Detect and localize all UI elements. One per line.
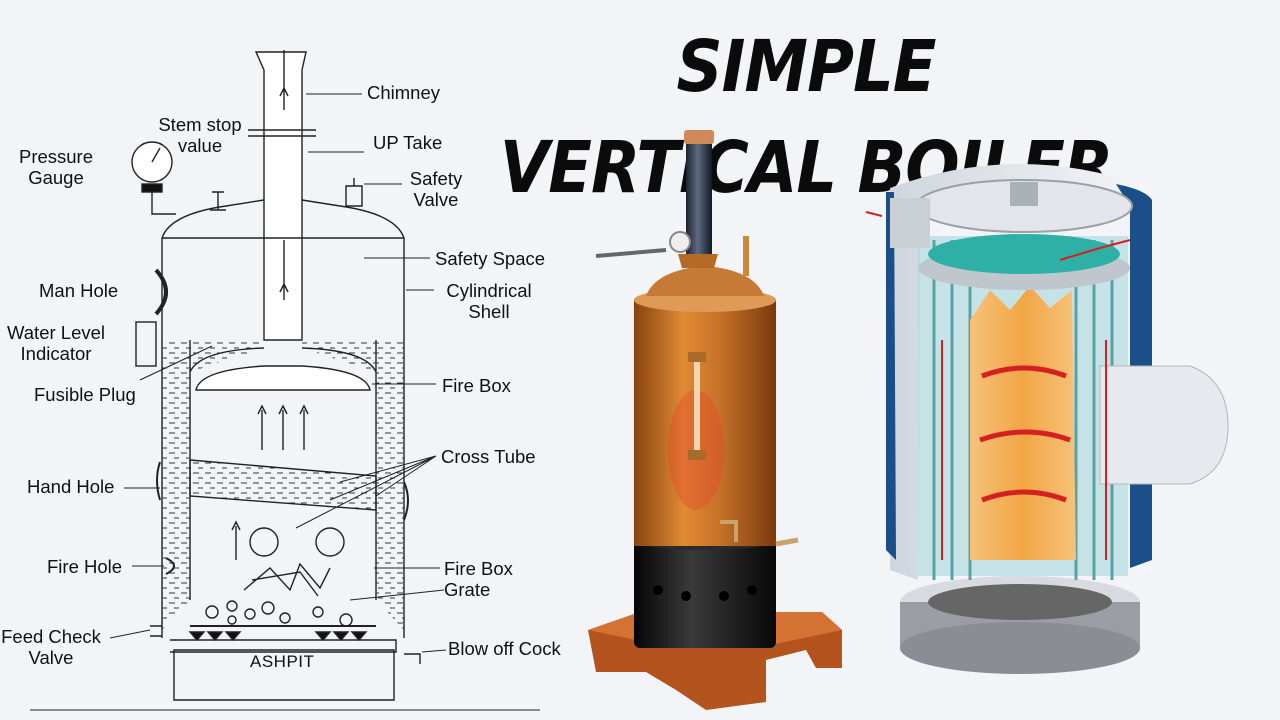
label-feed-check-valve: Feed Check Valve (1, 626, 101, 668)
boiler-dome (161, 199, 405, 239)
label-hand-hole: Hand Hole (27, 476, 115, 497)
cross-tube (189, 459, 377, 511)
fire-scribble (243, 562, 331, 597)
fire-box-crown (189, 347, 377, 373)
label-fire-box-top: Fire Box (442, 375, 511, 396)
ashpit-box (173, 649, 395, 701)
label-chimney: Chimney (367, 82, 440, 103)
label-ashpit: ASHPIT (250, 652, 315, 671)
water-space (162, 340, 264, 630)
label-pressure-gauge: Pressure Gauge (18, 146, 94, 188)
label-fire-hole: Fire Hole (47, 556, 123, 577)
label-up-take: UP Take (373, 132, 443, 153)
label-stem-stop-value: Stem stop value (158, 114, 242, 156)
label-water-level-indicator: Water Level Indicator (6, 322, 106, 364)
label-man-hole: Man Hole (39, 280, 119, 301)
label-fire-box-bottom: Fire Box (444, 558, 513, 579)
label-grate: Grate (444, 579, 491, 600)
man-hole (154, 268, 168, 316)
boiler-line-diagram (30, 50, 540, 711)
label-blow-off-cock: Blow off Cock (448, 638, 561, 659)
3d-cutaway-boiler (865, 164, 1229, 674)
label-safety-space: Safety Space (435, 248, 546, 269)
label-cylindrical-shell: Cylindrical Shell (446, 280, 532, 322)
copper-model-boiler (588, 130, 842, 710)
label-cross-tube: Cross Tube (441, 446, 536, 467)
label-fusible-plug: Fusible Plug (34, 384, 136, 405)
label-safety-valve: Safety Valve (409, 168, 463, 210)
